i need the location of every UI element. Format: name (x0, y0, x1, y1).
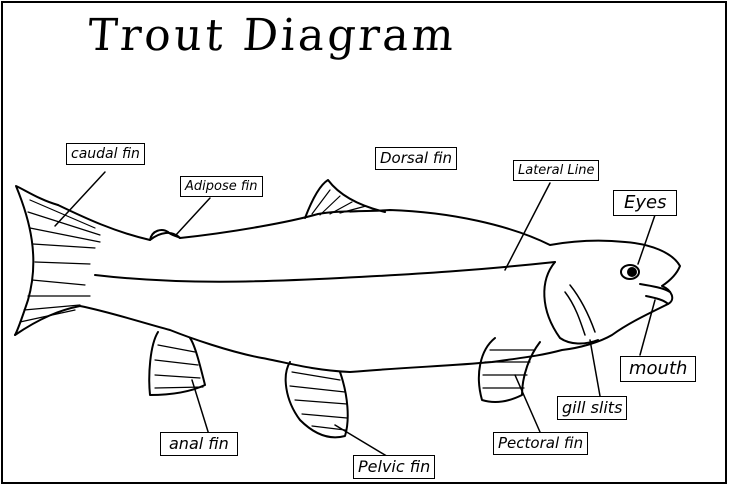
tail-outline (15, 186, 58, 335)
label-mouth: mouth (620, 356, 696, 382)
label-eyes: Eyes (613, 190, 677, 216)
leader-gill (590, 340, 600, 396)
leader-eyes (638, 215, 655, 264)
pectoral-fin (479, 338, 540, 402)
leader-pectoral (515, 375, 540, 432)
dorsal-fin-rays (312, 190, 378, 215)
leader-anal (192, 380, 210, 438)
label-adipose-fin: Adipose fin (180, 176, 263, 197)
leader-mouth (640, 300, 655, 355)
anal-fin (149, 332, 205, 395)
pelvic-fin-rays (290, 372, 347, 430)
leader-caudal (55, 172, 105, 226)
label-caudal-fin: caudal fin (66, 143, 145, 165)
fish-body-outline (15, 205, 680, 372)
leader-lateral (505, 183, 550, 270)
eye-pupil (628, 268, 636, 276)
label-gill-slits: gill slits (557, 396, 627, 420)
label-pelvic-fin: Pelvic fin (353, 455, 435, 479)
leader-adipose (175, 198, 210, 236)
gill-slits-lines (565, 285, 595, 335)
label-dorsal-fin: Dorsal fin (375, 147, 457, 170)
label-pectoral-fin: Pectoral fin (493, 432, 588, 455)
label-anal-fin: anal fin (160, 432, 238, 456)
leader-pelvic (335, 425, 390, 458)
lateral-line-stroke (95, 262, 555, 282)
label-lateral-line: Lateral Line (513, 160, 599, 181)
